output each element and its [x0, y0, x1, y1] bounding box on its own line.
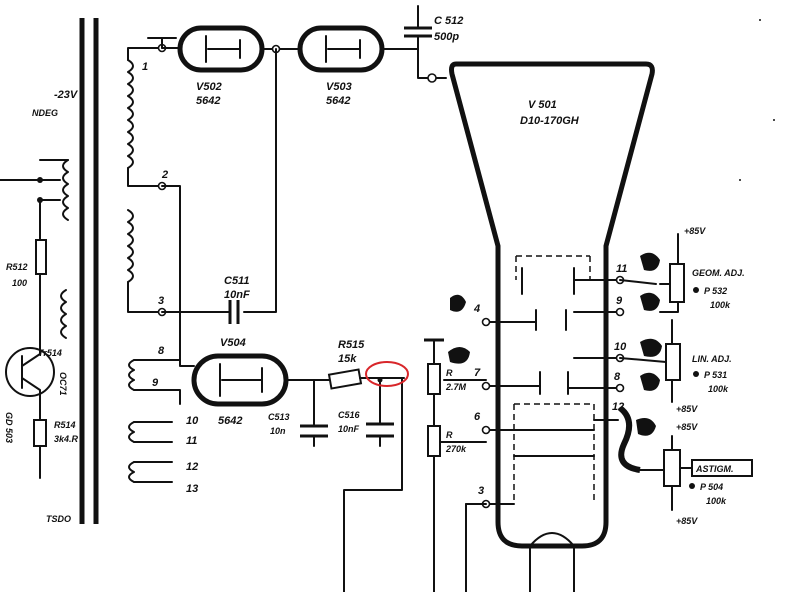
pin9-label: 9 [152, 377, 159, 389]
crt-left-pins: 4 7 6 3 [465, 303, 541, 592]
c511-value: 10nF [224, 289, 250, 301]
crt-pin10-label: 10 [614, 341, 627, 353]
ckt-pin7-label: 7 [474, 367, 481, 379]
plus85-a: +85V [684, 226, 706, 236]
tr514-type: OC71 [58, 372, 68, 396]
r514-value: 3k4.R [54, 434, 79, 444]
r-left1-name: R [446, 368, 453, 378]
negdeg-label: NDEG [32, 108, 58, 118]
pin3-label: 3 [158, 295, 164, 307]
c516-value: 10nF [338, 424, 360, 434]
lin-label: LIN. ADJ. [692, 354, 732, 364]
c516-name: C516 [338, 410, 361, 420]
ckt-pin6-label: 6 [474, 411, 481, 423]
geom-dial: P 532 [704, 286, 727, 296]
r515-name: R515 [338, 339, 365, 351]
crt-pin9-label: 9 [616, 295, 623, 307]
v503-tube: V503 5642 [297, 25, 385, 107]
c511-name: C511 [224, 275, 249, 287]
c513-name: C513 [268, 412, 290, 422]
crt-pin11-label: 11 [616, 263, 627, 275]
diode-label: GD 503 [4, 412, 14, 443]
pin10-label: 10 [186, 415, 199, 427]
transformer-core [79, 18, 99, 524]
r515-value: 15k [338, 353, 357, 365]
v501-name: V 501 [528, 99, 557, 111]
pin8-label: 8 [158, 345, 165, 357]
c513-value: 10n [270, 426, 286, 436]
crt-pin12-label: 12 [612, 401, 624, 413]
lin-value: 100k [708, 384, 729, 394]
geom-value: 100k [710, 300, 731, 310]
r-left2-name: R [446, 430, 453, 440]
lin-pot: LIN. ADJ. P 531 100k +85V +85V [619, 319, 732, 432]
crt-right-pins: 11 9 10 8 12 [567, 263, 627, 421]
r-left2-value: 270k [445, 444, 467, 454]
v504-name: V504 [220, 337, 246, 349]
highlight-ellipse [365, 361, 409, 387]
astig-pot: ASTIGM. P 504 100k +85V [639, 435, 753, 526]
ckt-pin3-label: 3 [478, 485, 484, 497]
r512-resistor: R512 100 [6, 239, 47, 321]
edge-marks [739, 19, 775, 181]
ink-marks [448, 252, 662, 473]
crt-bias-resistors: R 2.7M R 270k [424, 338, 487, 592]
c513-capacitor: C513 10n [268, 412, 328, 447]
r514-name: R514 [54, 420, 76, 430]
c512-value: 500p [434, 31, 459, 43]
left-coil [0, 159, 69, 241]
r-left1-value: 2.7M [445, 382, 467, 392]
c512-capacitor: C 512 500p [404, 5, 463, 50]
v502-type: 5642 [196, 95, 220, 107]
plus85-b: +85V [676, 404, 698, 414]
c512-name: C 512 [434, 15, 463, 27]
r515-resistor: R515 15k [327, 339, 405, 390]
tsdo-label: TSDO [46, 514, 71, 524]
v503-type: 5642 [326, 95, 350, 107]
r512-name: R512 [6, 262, 28, 272]
v501-type: D10-170GH [520, 115, 580, 127]
tr514-name: Tr514 [38, 348, 62, 358]
geom-pot: +85V GEOM. ADJ. P 532 100k [619, 226, 745, 313]
tr514-transistor: Tr514 OC71 [5, 339, 68, 411]
astig-value: 100k [706, 496, 727, 506]
neg23-label: -23V [54, 89, 79, 101]
lin-dial: P 531 [704, 370, 727, 380]
crt-pin8-label: 8 [614, 371, 621, 383]
ckt-pin4-label: 4 [473, 303, 480, 315]
lower-coils: 8 9 10 11 12 13 [128, 345, 199, 495]
plus85-d: +85V [676, 516, 698, 526]
geom-label: GEOM. ADJ. [692, 268, 745, 278]
r512-value: 100 [12, 278, 27, 288]
c511-capacitor: C511 10nF [161, 275, 250, 324]
pin1-label: 1 [142, 61, 148, 73]
left-coil-2 [39, 289, 67, 341]
pin12-label: 12 [186, 461, 198, 473]
v501-crt: V 501 D10-170GH [449, 61, 655, 592]
v503-name: V503 [326, 81, 352, 93]
hv-secondary-coil: 1 2 3 [127, 43, 168, 317]
plus85-c: +85V [676, 422, 698, 432]
v504-type: 5642 [218, 415, 242, 427]
astig-label: ASTIGM. [695, 464, 734, 474]
c516-capacitor: C516 10nF [338, 410, 394, 447]
pin11-label: 11 [186, 435, 197, 447]
astig-dial: P 504 [700, 482, 723, 492]
v502-name: V502 [196, 81, 222, 93]
pin2-label: 2 [161, 169, 168, 181]
v502-tube: V502 5642 [177, 25, 265, 107]
pin13-label: 13 [186, 483, 198, 495]
r514-resistor: R514 3k4.R GD 503 [4, 409, 79, 479]
